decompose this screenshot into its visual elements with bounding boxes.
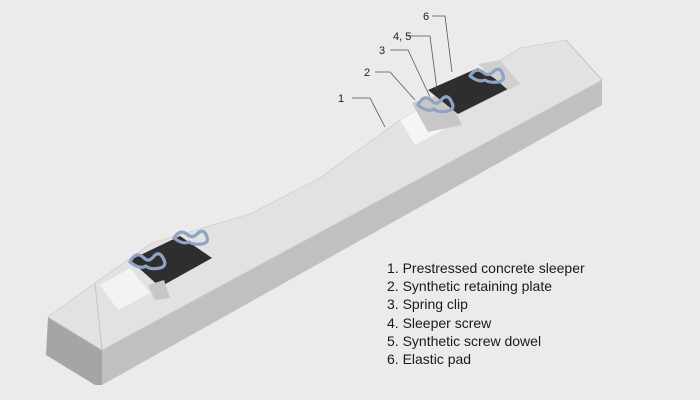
retaining-plate-right-2	[478, 60, 520, 90]
leader-2	[375, 71, 416, 101]
right-fastening	[412, 60, 520, 132]
rail-seat-left	[100, 268, 150, 310]
spring-clip-left-1	[128, 252, 167, 271]
spring-clip-right-1	[416, 95, 455, 114]
callout-3: 3	[379, 45, 385, 57]
legend-item: 3. Spring clip	[387, 296, 468, 313]
callout-labels: 1 2 3 4, 5 6	[338, 11, 429, 105]
left-fastening	[128, 229, 212, 300]
leader-3	[390, 49, 431, 98]
legend-item: 6. Elastic pad	[387, 351, 472, 368]
sleeper-side-face	[102, 80, 602, 385]
sleeper-front-face	[46, 317, 102, 385]
leader-1	[352, 97, 386, 128]
elastic-pad-left	[130, 236, 212, 287]
spring-clip-left-2	[172, 229, 210, 246]
retaining-plate-left	[148, 280, 170, 300]
callout-2: 2	[364, 67, 370, 79]
legend-item: 1. Prestressed concrete sleeper	[387, 260, 585, 276]
legend-item: 2. Synthetic retaining plate	[387, 278, 552, 295]
legend-item: 4. Sleeper screw	[387, 314, 492, 331]
callout-4-5: 4, 5	[393, 31, 411, 43]
legend-item: 5. Synthetic screw dowel	[387, 332, 542, 349]
callout-1: 1	[338, 93, 344, 105]
callout-6: 6	[423, 11, 429, 23]
leader-lines	[352, 15, 453, 128]
component-legend: 1. Prestressed concrete sleeper 2. Synth…	[387, 259, 585, 368]
leader-6	[432, 15, 453, 73]
leader-45	[408, 35, 438, 91]
spring-clip-right-2	[468, 67, 506, 84]
elastic-pad-right	[428, 68, 510, 114]
